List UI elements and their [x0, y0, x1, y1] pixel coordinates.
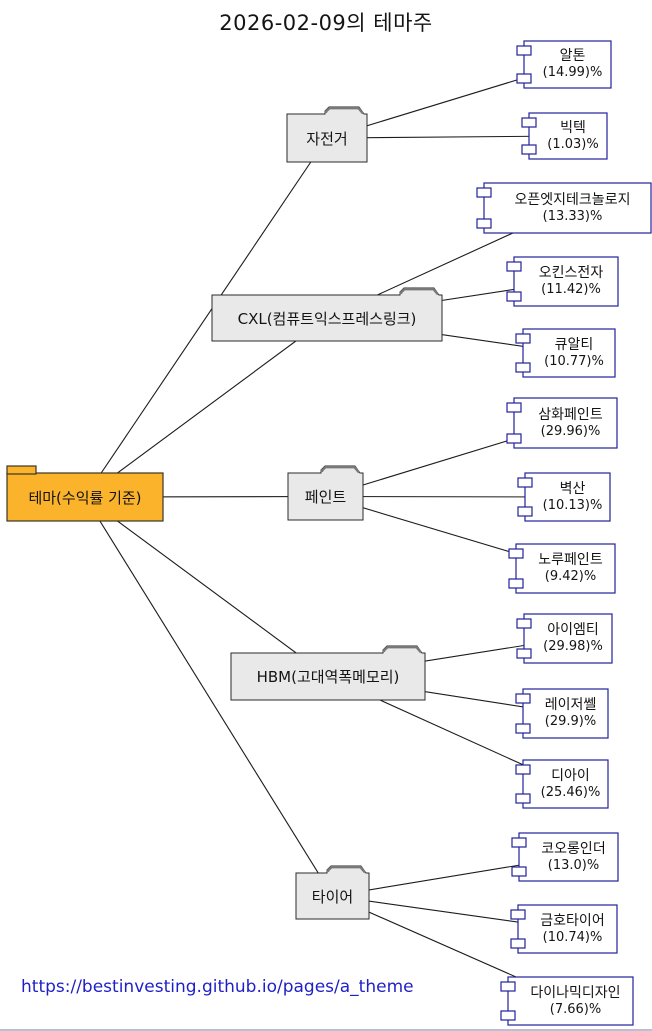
- component-shape: [524, 472, 611, 522]
- stock-node-2: [521, 112, 608, 160]
- root-body-shape: [6, 472, 164, 522]
- root-node: [6, 465, 164, 522]
- stock-node-7: [517, 472, 611, 522]
- stock-node-9: [516, 613, 613, 664]
- component-tab-shape: [516, 618, 532, 629]
- stock-node-5: [515, 328, 616, 378]
- component-shape: [483, 182, 652, 234]
- theme-node-bicycle: [286, 106, 368, 163]
- theme-node-tire: [295, 865, 370, 920]
- component-tab-shape: [517, 477, 533, 488]
- component-shape: [513, 397, 618, 449]
- folder-tab-shade: [399, 288, 439, 296]
- folder-shape: [287, 465, 364, 521]
- component-tab-shape: [515, 693, 531, 704]
- stock-node-14: [500, 976, 634, 1026]
- component-tab-shape: [506, 291, 522, 302]
- folder-tab-shade: [320, 466, 360, 474]
- root-tab-shape: [6, 465, 37, 475]
- component-tab-shape: [508, 578, 524, 589]
- component-shape: [507, 976, 634, 1026]
- component-tab-shape: [510, 938, 526, 949]
- component-shape: [523, 613, 613, 664]
- component-shape: [528, 112, 608, 160]
- stock-node-13: [510, 904, 618, 954]
- source-url-link[interactable]: https://bestinvesting.github.io/pages/a_…: [21, 977, 414, 997]
- stock-node-6: [506, 397, 618, 449]
- component-shape: [518, 832, 619, 882]
- component-tab-shape: [515, 362, 531, 373]
- edge-root-hbm: [84, 496, 329, 677]
- component-tab-shape: [476, 187, 492, 198]
- component-shape: [522, 688, 609, 739]
- component-shape: [522, 759, 609, 809]
- edge-root-tire: [84, 496, 333, 897]
- component-tab-shape: [515, 764, 531, 775]
- component-tab-shape: [511, 837, 527, 848]
- component-shape: [515, 543, 616, 594]
- component-tab-shape: [500, 1010, 516, 1021]
- theme-node-cxl: [211, 287, 443, 342]
- theme-node-hbm: [230, 645, 426, 701]
- bottom-edge-rule: [0, 1029, 652, 1031]
- folder-tab-shade: [382, 646, 422, 654]
- component-tab-shape: [506, 261, 522, 272]
- stock-node-12: [511, 832, 619, 882]
- component-tab-shape: [517, 506, 533, 517]
- edge-root-bicycle: [84, 137, 328, 498]
- theme-node-paint: [287, 465, 364, 521]
- component-tab-shape: [515, 793, 531, 804]
- component-tab-shape: [515, 333, 531, 344]
- component-tab-shape: [506, 433, 522, 444]
- folder-shape: [295, 865, 370, 920]
- stock-node-4: [506, 256, 619, 307]
- component-tab-shape: [521, 117, 537, 128]
- component-tab-shape: [516, 73, 532, 84]
- edge-root-cxl: [84, 317, 328, 498]
- component-tab-shape: [515, 723, 531, 734]
- stock-node-3: [476, 182, 652, 234]
- stock-node-11: [515, 759, 609, 809]
- stock-node-10: [515, 688, 609, 739]
- component-tab-shape: [500, 981, 516, 992]
- component-tab-shape: [510, 909, 526, 920]
- folder-shape: [230, 645, 426, 701]
- component-tab-shape: [476, 218, 492, 229]
- folder-shape: [211, 287, 443, 342]
- component-tab-shape: [511, 866, 527, 877]
- component-shape: [523, 40, 612, 89]
- component-tab-shape: [506, 402, 522, 413]
- page-title: 2026-02-09의 테마주: [219, 11, 433, 35]
- component-shape: [513, 256, 619, 307]
- folder-tab-shade: [324, 107, 364, 115]
- stock-node-8: [508, 543, 616, 594]
- folder-shape: [286, 106, 368, 163]
- component-tab-shape: [508, 548, 524, 559]
- component-tab-shape: [516, 648, 532, 659]
- component-tab-shape: [516, 45, 532, 56]
- stock-node-1: [516, 40, 612, 89]
- component-tab-shape: [521, 144, 537, 155]
- component-shape: [522, 328, 616, 378]
- folder-tab-shade: [326, 866, 366, 874]
- component-shape: [517, 904, 618, 954]
